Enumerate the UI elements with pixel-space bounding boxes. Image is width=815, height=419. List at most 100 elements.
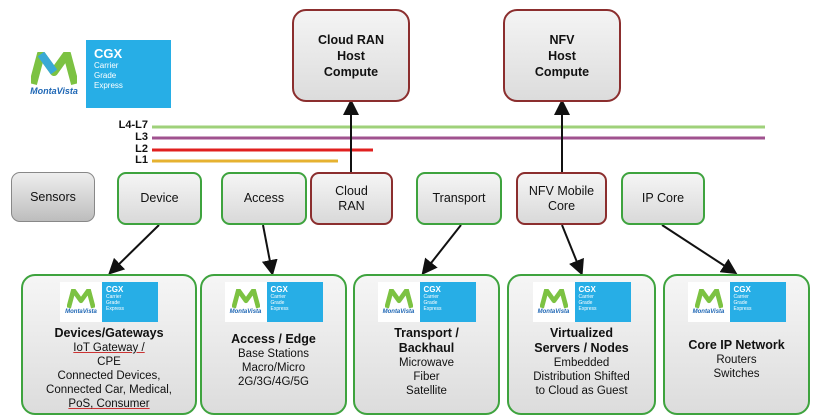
montavista-m-icon [67,289,95,309]
devices-title: Devices/Gateways [54,326,164,340]
cgx-label: CGX [94,46,123,61]
cgx-line: Express [106,306,125,312]
cgx-line: Grade [578,300,593,306]
cgx-label: CGX [106,285,124,294]
montavista-cgx-logo: MontaVista CGX Carrier Grade Express [224,282,323,322]
montavista-logo-mark: MontaVista [532,282,575,322]
access-box: Access [221,172,307,225]
cgx-label: CGX [270,285,288,294]
sensors-box: Sensors [11,172,95,222]
cgx-panel: CGX Carrier Grade Express [419,282,476,322]
transport-backhaul-box: MontaVista CGX Carrier Grade Express Tra… [353,274,500,415]
cgx-panel: CGX Carrier Grade Express [574,282,631,322]
transport-title: Backhaul [398,341,455,355]
access-edge-line: 2G/3G/4G/5G [238,376,309,388]
cgx-label: CGX [578,285,596,294]
access-label: Access [243,191,285,205]
virtualized-title: Servers / Nodes [534,341,629,355]
cgx-label: CGX [423,285,441,294]
cgx-line: Carrier [270,294,286,300]
core-ip-line: Switches [713,368,760,380]
devices-line: CPE [97,356,121,368]
montavista-logo-mark: MontaVista [22,40,86,108]
cgx-line: Express [423,306,442,312]
montavista-wordmark: MontaVista [229,309,262,315]
device-box: Device [117,172,202,225]
device-label: Device [140,191,179,205]
arrow-device-down [108,224,160,275]
core-ip-line: Routers [716,354,757,366]
ip-core-box: IP Core [621,172,705,225]
transport-line: Fiber [413,371,440,383]
host-title-line: Cloud RAN [318,32,384,47]
montavista-logo-mark: MontaVista [377,282,420,322]
cgx-line: Grade [106,300,120,306]
devices-gateways-box: MontaVista CGX Carrier Grade Express Dev… [21,274,197,415]
cgx-line: Express [733,306,752,312]
layer-label-l4l7: L4-L7 [118,119,148,131]
host-title-line: NFV [549,32,575,47]
layer-label-l1: L1 [135,154,148,166]
montavista-cgx-logo: MontaVista CGX Carrier Grade Express [60,282,158,322]
nfv-mobile-core-box: NFV Mobile Core [516,172,607,225]
devices-line-text: PoS, Consumer [68,398,150,410]
montavista-cgx-logo: MontaVista CGX Carrier Grade Express [687,282,786,322]
nfv-mobile-core-label: Core [547,198,576,213]
montavista-logo-mark: MontaVista [224,282,267,322]
montavista-cgx-logo: MontaVista CGX Carrier Grade Express [532,282,631,322]
layer-label-l2: L2 [135,143,148,155]
cgx-label: CGX [733,285,751,294]
cgx-line: Express [94,81,123,90]
transport-line: Satellite [406,385,447,397]
montavista-m-icon [539,289,568,309]
host-title-line: Host [548,48,576,63]
arrow-transport-down [421,224,462,276]
transport-title: Transport / [394,326,459,340]
transport-box: Transport [416,172,502,225]
montavista-m-icon [231,289,260,309]
arrow-access-down [261,224,278,276]
montavista-cgx-logo: MontaVista CGX Carrier Grade Express [22,40,171,108]
sensors-label: Sensors [30,189,76,204]
cgx-panel: CGX Carrier Grade Express [729,282,786,322]
montavista-m-icon [31,52,77,86]
virtualized-servers-box: MontaVista CGX Carrier Grade Express Vir… [507,274,656,415]
montavista-wordmark: MontaVista [382,309,415,315]
devices-line-text: IoT Gateway / [73,342,145,354]
devices-line: PoS, Consumer [68,397,149,411]
cgx-line: Carrier [733,294,749,300]
cgx-line: Grade [733,300,748,306]
devices-line: Connected Devices, [57,370,161,382]
access-edge-line: Macro/Micro [241,362,306,374]
devices-line: Connected Car, Medical, [46,384,172,396]
nfv-mobile-core-label: NFV Mobile [528,183,595,198]
montavista-wordmark: MontaVista [692,309,725,315]
cloud-ran-label: RAN [338,198,365,213]
virtualized-title: Virtualized [550,326,613,340]
cgx-panel: CGX Carrier Grade Express [102,282,158,322]
access-edge-box: MontaVista CGX Carrier Grade Express Acc… [200,274,347,415]
virtualized-line: to Cloud as Guest [535,385,628,397]
cgx-line: Grade [94,71,117,80]
montavista-m-icon [384,289,413,309]
virtualized-line: Distribution Shifted [533,371,630,383]
cgx-line: Carrier [423,294,439,300]
access-edge-title: Access / Edge [231,332,316,346]
host-title-line: Compute [323,64,379,79]
arrow-ipcore-down [661,224,738,275]
montavista-wordmark: MontaVista [537,309,570,315]
montavista-wordmark: MontaVista [65,309,97,315]
cgx-line: Grade [270,300,285,306]
transport-line: Microwave [399,357,454,369]
montavista-wordmark: MontaVista [30,86,78,96]
cgx-line: Carrier [94,61,119,70]
montavista-logo-mark: MontaVista [60,282,102,322]
cgx-line: Carrier [578,294,594,300]
cgx-line: Express [578,306,597,312]
cgx-panel: CGX Carrier Grade Express [266,282,323,322]
cgx-panel: CGX Carrier Grade Express [86,40,171,108]
host-title-line: Host [337,48,365,63]
cgx-line: Carrier [106,294,122,300]
transport-label: Transport [432,191,486,205]
